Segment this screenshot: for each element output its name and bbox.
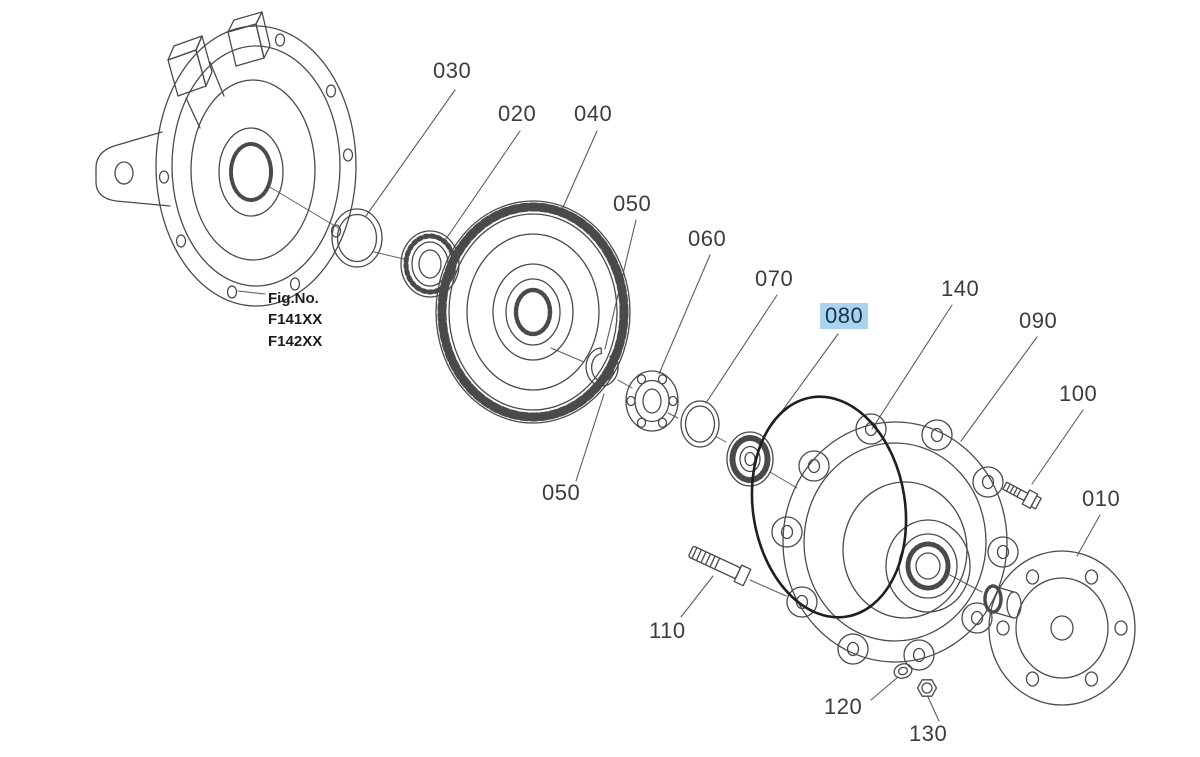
part-callout-100[interactable]: 100 — [1059, 381, 1098, 406]
axle-case-housing — [95, 11, 357, 307]
part-callout-050-upper[interactable]: 050 — [613, 191, 652, 216]
figure-number-caption: Fig.No. — [268, 290, 319, 307]
part-120-spring-washer — [893, 663, 913, 679]
part-callout-070[interactable]: 070 — [755, 266, 794, 291]
part-callout-060[interactable]: 060 — [688, 226, 727, 251]
figure-number-block: Fig.No. F141XX F142XX — [268, 288, 322, 352]
part-callout-080-highlighted[interactable]: 080 — [820, 303, 869, 330]
part-callout-010[interactable]: 010 — [1082, 486, 1121, 511]
part-callout-020[interactable]: 020 — [498, 101, 537, 126]
part-050-snap-ring — [585, 347, 619, 387]
figure-number-model-2: F142XX — [268, 332, 323, 350]
part-040-ring-gear — [435, 200, 631, 424]
axle-shaft-spline — [983, 584, 1022, 619]
part-callout-110[interactable]: 110 — [649, 618, 686, 643]
part-070-shim-ring — [680, 400, 720, 448]
figure-number-model-1: F141XX — [268, 311, 323, 329]
part-030-collar — [331, 208, 383, 268]
part-130-nut — [916, 679, 938, 697]
part-140-o-ring — [750, 395, 908, 619]
part-callout-090[interactable]: 090 — [1019, 308, 1058, 333]
part-010-wheel-hub — [988, 550, 1136, 706]
part-callout-030[interactable]: 030 — [433, 58, 472, 83]
part-110-stud-bolt — [688, 545, 752, 587]
part-callout-050-lower[interactable]: 050 — [542, 480, 581, 505]
part-callout-130[interactable]: 130 — [909, 721, 948, 746]
part-060-ball-bearing — [625, 370, 679, 432]
part-090-final-case-cover — [771, 413, 1019, 671]
leader-lines — [237, 89, 1101, 722]
part-callout-120[interactable]: 120 — [824, 694, 863, 719]
part-100-bolt — [1002, 481, 1042, 510]
part-080-oil-seal — [726, 431, 774, 487]
part-callout-040[interactable]: 040 — [574, 101, 613, 126]
part-callout-140[interactable]: 140 — [941, 276, 980, 301]
